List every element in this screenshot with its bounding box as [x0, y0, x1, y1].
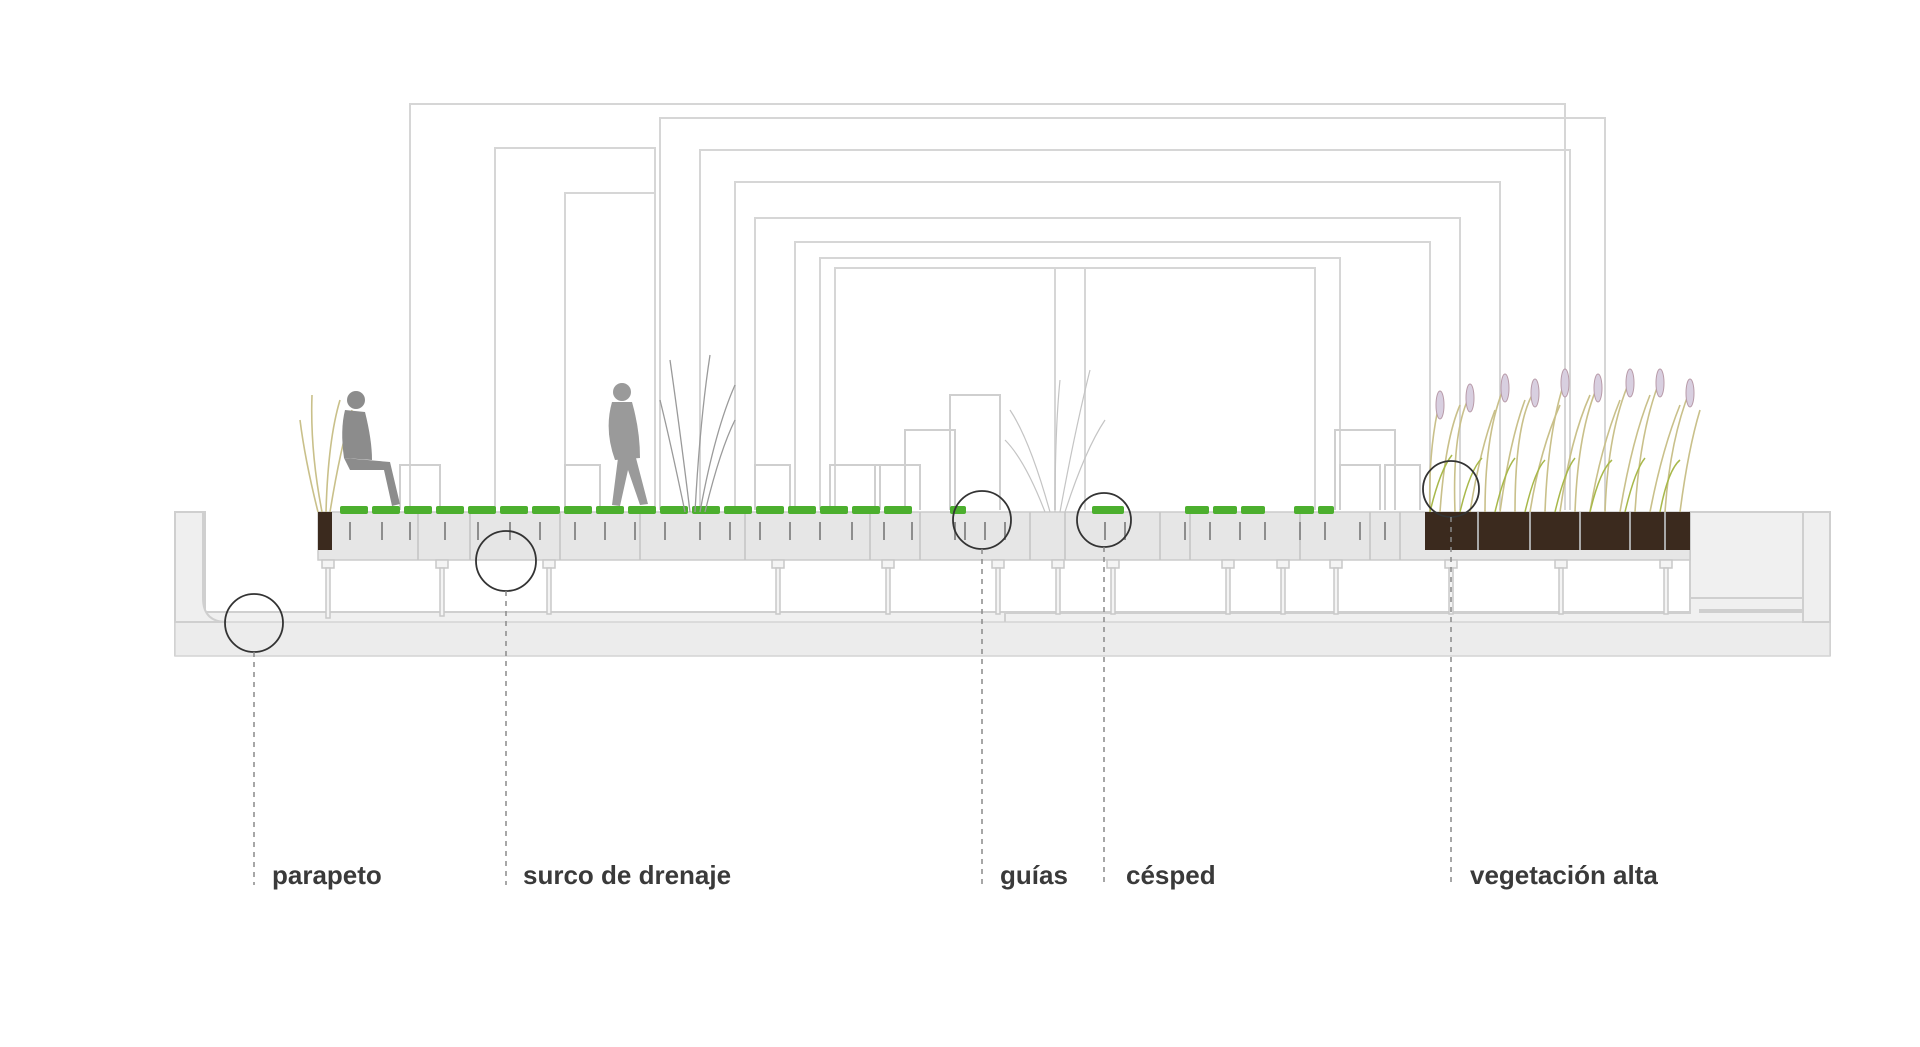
reeds-left [659, 354, 736, 513]
background-frames [409, 103, 1606, 510]
label-cesped: césped [1126, 860, 1216, 890]
soil-bed [1425, 512, 1690, 550]
reeds-center [1004, 369, 1106, 513]
label-surco-de-drenaje: surco de drenaje [523, 860, 731, 890]
leader-lines [253, 517, 1452, 885]
label-guias: guías [1000, 860, 1068, 890]
seated-person [342, 391, 400, 506]
right-ledge [1004, 597, 1803, 622]
label-parapeto: parapeto [272, 860, 382, 890]
right-parapet [1802, 511, 1831, 623]
drainage-grooves [349, 522, 1386, 540]
slab-base [174, 621, 1831, 657]
left-planter [318, 512, 332, 550]
vegetation-plumes [1435, 368, 1695, 420]
deck-panel-joints [417, 512, 1401, 560]
left-grass [299, 394, 353, 513]
grass-strips [340, 506, 1334, 514]
vegetation-base [1429, 454, 1681, 513]
soil-dividers [1477, 512, 1666, 550]
deck-furniture [399, 394, 1421, 510]
walking-person [608, 383, 648, 506]
left-parapet [174, 511, 228, 623]
label-vegetacion-alta: vegetación alta [1470, 860, 1658, 890]
pedestals [321, 559, 1673, 619]
